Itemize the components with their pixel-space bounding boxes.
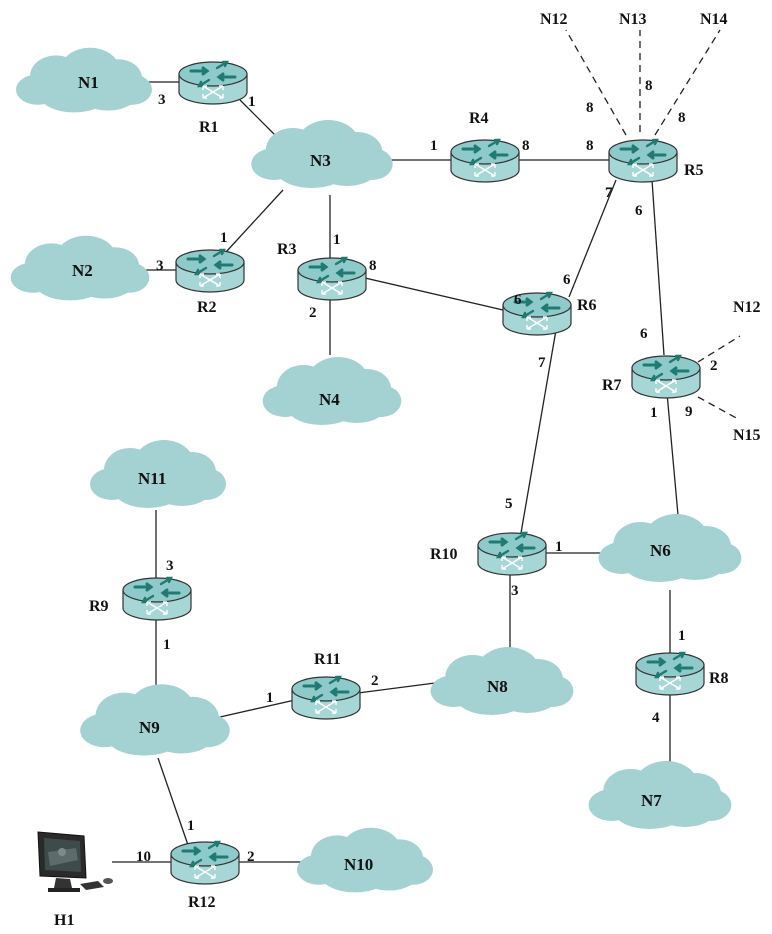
interface-costs: 3 1 3 1 1 8 2 1 8 8 8 8 8 7 6 6 6 7 6 2 … — [136, 78, 718, 865]
cost-label: 10 — [136, 849, 151, 865]
router-icon — [174, 248, 246, 294]
link-n9-r11 — [219, 699, 296, 718]
router-label-r1: R1 — [199, 119, 219, 136]
router-label-r5: R5 — [684, 162, 704, 179]
network-label-n2: N2 — [72, 261, 93, 280]
cost-label: 7 — [605, 185, 613, 201]
router-icon — [296, 256, 368, 302]
cost-label: 2 — [247, 849, 255, 865]
cost-label: 8 — [522, 138, 530, 154]
router-icon — [607, 138, 679, 184]
links — [112, 29, 741, 863]
router-icon — [169, 840, 241, 886]
cost-label: 1 — [187, 818, 195, 834]
cost-label: 8 — [586, 100, 594, 116]
link-n9-r12 — [157, 757, 189, 846]
router-label-r8: R8 — [709, 670, 729, 687]
router-labels: R1 R2 R3 R4 R5 R6 R7 R8 R9 R10 R11 R12 H… — [54, 110, 729, 929]
cost-label: 6 — [514, 292, 522, 308]
link-r7-n15 — [697, 396, 741, 421]
link-r3-r6 — [364, 277, 504, 311]
router-icon — [121, 576, 193, 622]
cost-label: 1 — [678, 628, 686, 644]
cost-label: 7 — [538, 355, 546, 371]
external-network-labels: N12 N13 N14 N12 N15 — [540, 11, 761, 444]
link-r5-r7 — [651, 179, 665, 356]
external-label-n12-right: N12 — [733, 299, 761, 316]
cost-label: 6 — [635, 203, 643, 219]
router-label-r10: R10 — [430, 546, 458, 563]
cost-label: 4 — [652, 710, 660, 726]
external-label-n13: N13 — [619, 11, 647, 28]
external-label-n15: N15 — [733, 427, 761, 444]
cost-label: 9 — [685, 404, 693, 420]
network-label-n8: N8 — [487, 677, 508, 696]
cost-label: 8 — [586, 138, 594, 154]
cost-label: 1 — [333, 232, 341, 248]
network-label-n7: N7 — [641, 791, 662, 810]
link-r11-n8 — [357, 682, 436, 694]
network-label-n9: N9 — [139, 718, 160, 737]
cost-label: 8 — [645, 78, 653, 94]
external-label-n12-top: N12 — [540, 11, 568, 28]
router-label-r9: R9 — [89, 598, 109, 615]
network-label-n10: N10 — [344, 855, 373, 874]
cost-label: 1 — [163, 637, 171, 653]
host-label-h1: H1 — [54, 912, 74, 929]
cost-label: 6 — [640, 326, 648, 342]
router-label-r6: R6 — [577, 297, 597, 314]
router-icon — [290, 675, 362, 721]
network-label-n1: N1 — [78, 73, 99, 92]
cost-label: 8 — [369, 258, 377, 274]
cost-label: 1 — [430, 138, 438, 154]
link-r7-n12 — [697, 335, 741, 363]
cost-label: 1 — [650, 405, 658, 421]
network-label-n3: N3 — [310, 151, 331, 170]
cost-label: 1 — [248, 94, 256, 110]
cost-label: 2 — [710, 358, 718, 374]
cost-label: 2 — [309, 305, 317, 321]
link-r2-n3 — [225, 189, 284, 253]
network-label-n4: N4 — [319, 390, 340, 409]
desktop-computer-icon — [37, 831, 113, 892]
cost-label: 6 — [563, 272, 571, 288]
router-icon — [630, 354, 702, 400]
router-label-r7: R7 — [602, 377, 622, 394]
router-icon — [476, 531, 548, 577]
link-r5-n12 — [565, 29, 627, 136]
cost-label: 3 — [166, 558, 174, 574]
router-icon — [634, 651, 706, 697]
router-icon — [177, 60, 249, 106]
network-label-n11: N11 — [138, 469, 166, 488]
cost-label: 3 — [158, 92, 166, 108]
cost-label: 5 — [505, 496, 513, 512]
cost-label: 2 — [371, 673, 379, 689]
link-r5-n14 — [654, 29, 721, 136]
link-r5-r6 — [568, 179, 617, 298]
router-label-r3: R3 — [277, 241, 297, 258]
router-label-r4: R4 — [469, 110, 489, 127]
cost-label: 3 — [156, 258, 164, 274]
cost-label: 1 — [555, 539, 563, 555]
link-r7-n6 — [666, 392, 679, 516]
external-label-n14: N14 — [700, 11, 728, 28]
router-icon — [449, 138, 521, 184]
router-label-r2: R2 — [197, 299, 217, 316]
network-labels: N1 N2 N3 N4 N6 N7 N8 N9 N10 N11 — [72, 73, 671, 874]
cost-label: 1 — [220, 230, 228, 246]
cost-label: 1 — [266, 690, 274, 706]
cost-label: 8 — [678, 110, 686, 126]
link-r6-r10 — [520, 329, 557, 534]
network-label-n6: N6 — [650, 541, 671, 560]
cost-label: 3 — [511, 583, 519, 599]
router-label-r12: R12 — [188, 894, 216, 911]
router-label-r11: R11 — [314, 651, 341, 668]
